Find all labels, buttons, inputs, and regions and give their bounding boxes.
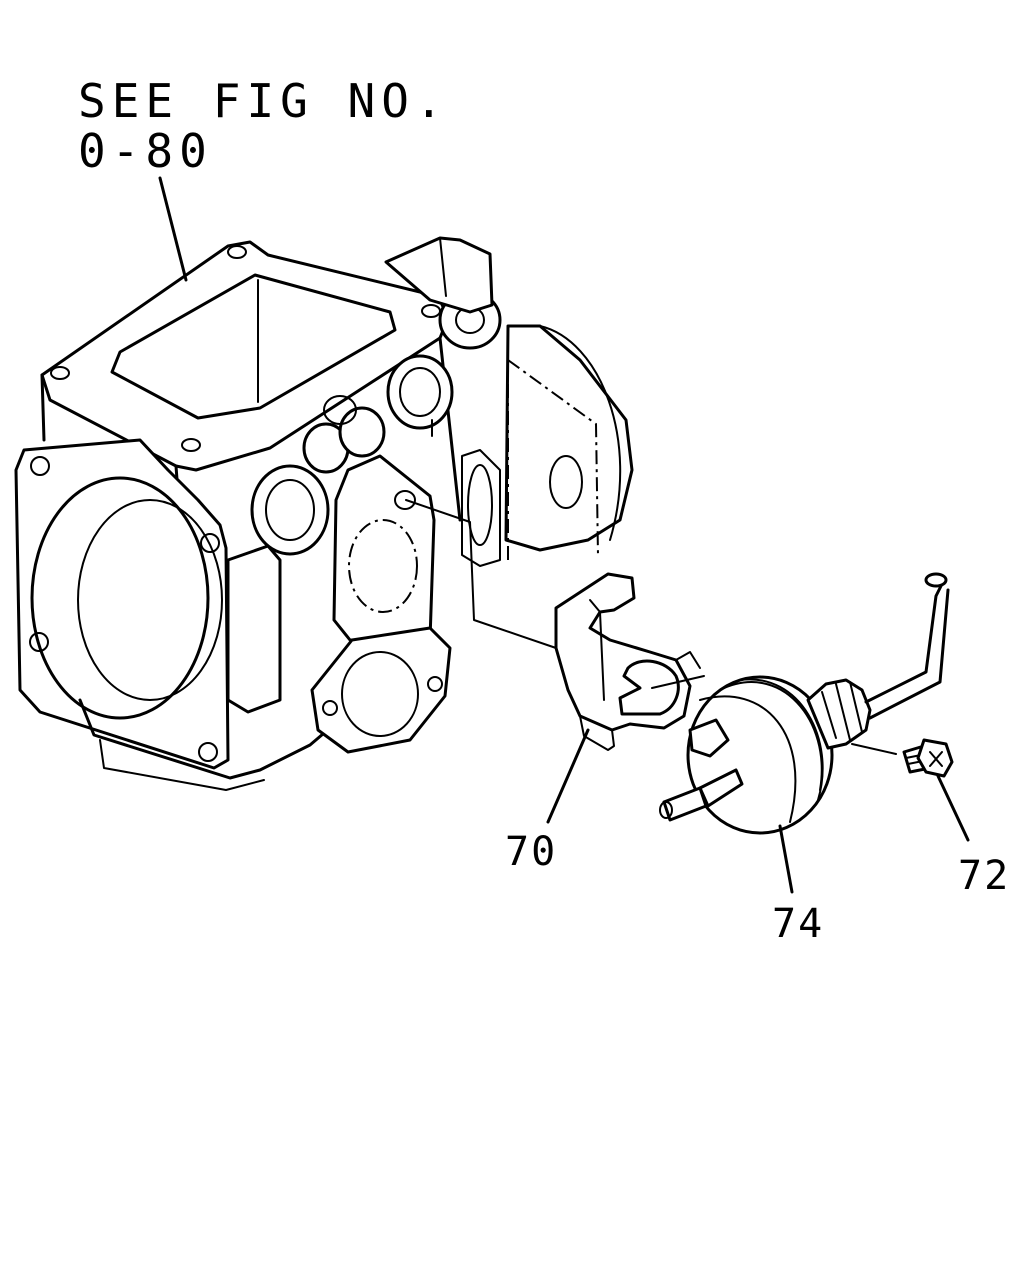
leader-line-70 xyxy=(546,728,590,824)
alignment-line xyxy=(405,499,557,649)
callout-label-72: 72 xyxy=(958,853,1011,899)
reference-leader-line xyxy=(158,176,188,282)
throttle-body xyxy=(14,236,634,791)
reference-title: SEE FIG NO. xyxy=(78,74,449,128)
bolt-part-72 xyxy=(902,738,954,778)
callout-label-74: 74 xyxy=(772,901,825,947)
leader-line-74 xyxy=(778,824,794,894)
reference-figure-number: 0-80 xyxy=(78,124,213,178)
bracket-part-70 xyxy=(554,572,701,751)
callout-label-70: 70 xyxy=(505,829,558,875)
actuator-part-74 xyxy=(659,572,950,835)
leader-line-72 xyxy=(936,774,970,842)
